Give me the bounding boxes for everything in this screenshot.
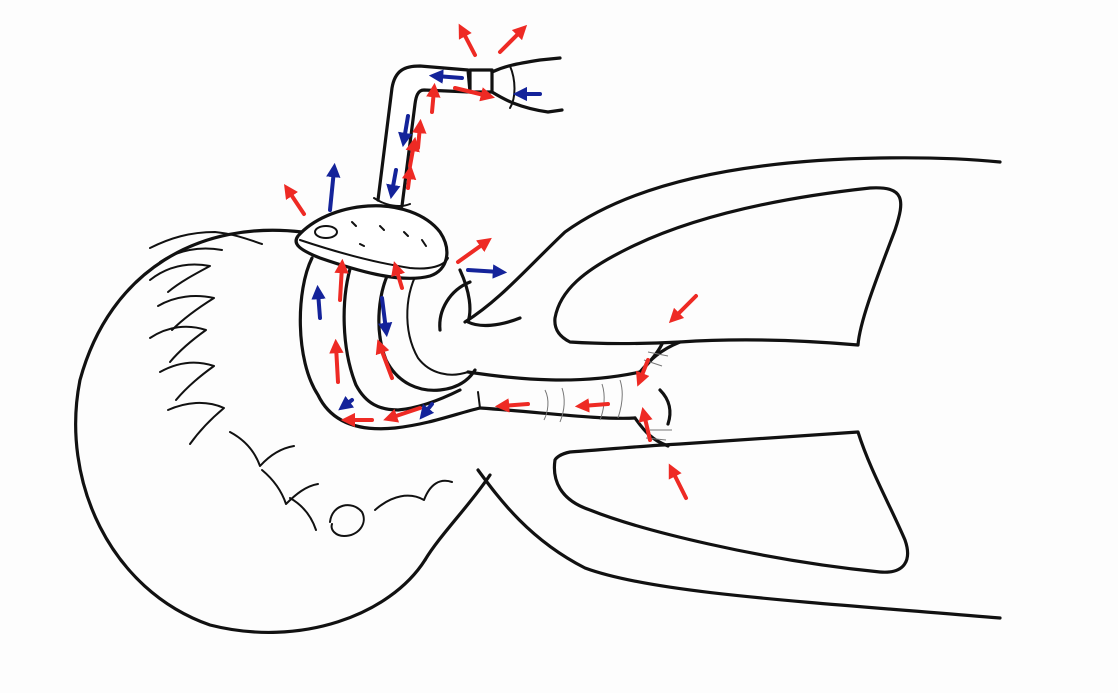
carina xyxy=(660,390,670,424)
trachea-ring xyxy=(560,388,564,422)
hair-strand xyxy=(150,327,206,362)
upper-chest-contour xyxy=(465,158,1000,322)
breathing-circuit xyxy=(296,58,562,278)
circuit-connector xyxy=(470,70,492,92)
trachea-ring xyxy=(544,390,548,420)
trachea-arrows xyxy=(502,360,650,440)
airway-outer-wall xyxy=(300,258,480,429)
red-airflow-arrow xyxy=(380,346,392,378)
circuit-exhaust-arrows xyxy=(462,30,522,55)
head-outline xyxy=(76,230,425,632)
red-airflow-arrow xyxy=(644,414,650,440)
blue-airflow-arrow xyxy=(318,292,320,318)
ear xyxy=(330,505,364,536)
red-airflow-arrow xyxy=(340,266,342,300)
blue-airflow-arrow xyxy=(382,298,386,330)
head xyxy=(76,230,452,632)
oropharynx-wall xyxy=(460,270,520,325)
upper-airway xyxy=(300,258,520,429)
trachea-ring xyxy=(600,384,604,420)
lung-arrows xyxy=(672,296,696,498)
upper-airway-arrows xyxy=(318,266,432,420)
red-airflow-arrow xyxy=(288,190,304,214)
hair-strand xyxy=(158,296,214,330)
blue-airflow-arrow xyxy=(436,76,462,78)
lower-body-contour xyxy=(478,470,1000,618)
blue-airflow-arrow xyxy=(330,170,334,210)
chin-contour xyxy=(425,475,490,560)
tongue-outline xyxy=(379,266,475,390)
body-outline xyxy=(425,158,1000,618)
oral-cavity-curve xyxy=(407,268,468,375)
red-airflow-arrow xyxy=(500,30,522,52)
hair-strand xyxy=(230,432,294,466)
trachea-ring xyxy=(618,380,622,418)
red-airflow-arrow xyxy=(462,30,475,55)
trachea-lower-wall xyxy=(480,408,635,418)
upper-lung xyxy=(555,188,901,345)
bronchus-lower xyxy=(635,418,668,446)
blue-airflow-arrow xyxy=(344,400,352,406)
red-airflow-arrow xyxy=(432,90,434,112)
lower-lung xyxy=(554,432,907,572)
trachea-upper-wall xyxy=(468,344,662,380)
hair-strand xyxy=(160,363,214,400)
hair-strand xyxy=(150,265,210,292)
red-airflow-arrow xyxy=(582,404,608,406)
blue-airflow-arrow xyxy=(468,270,500,272)
lungs xyxy=(554,188,907,572)
red-airflow-arrow xyxy=(418,126,420,148)
hair-strand xyxy=(290,498,316,530)
red-airflow-arrow xyxy=(458,242,486,262)
red-airflow-arrow xyxy=(672,470,686,498)
circuit-hose-upper xyxy=(492,58,560,72)
epiglottis-mark xyxy=(478,392,480,408)
hair-strand xyxy=(168,403,224,444)
red-airflow-arrow xyxy=(502,404,528,406)
red-airflow-arrow xyxy=(336,346,338,382)
red-airflow-arrow xyxy=(674,296,696,318)
red-airflow-arrow xyxy=(408,172,410,188)
ear-detail xyxy=(375,481,452,510)
